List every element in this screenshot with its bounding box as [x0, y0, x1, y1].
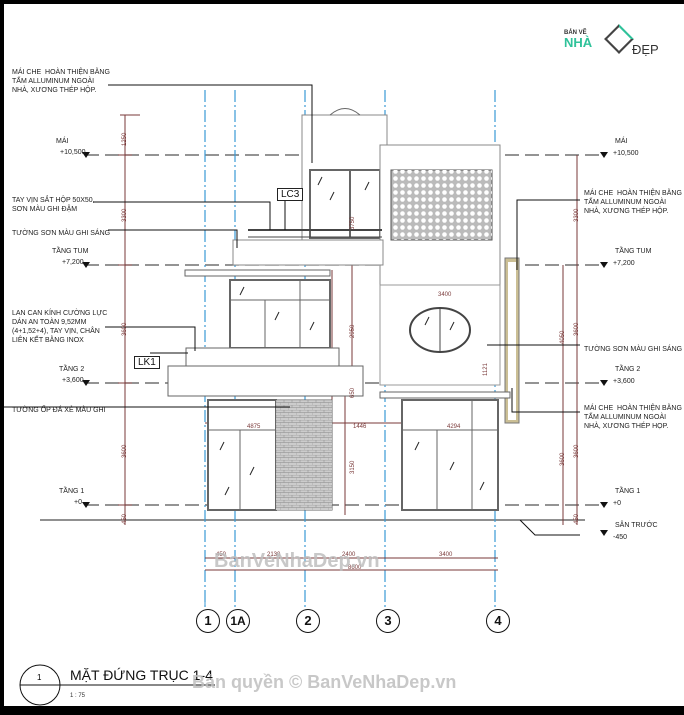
level-tum-left-name: TẦNG TUM	[52, 248, 89, 255]
tag-lk1: LK1	[134, 356, 160, 369]
dim-450-left: 450	[122, 513, 128, 524]
dim-650: 650	[350, 387, 356, 398]
dim-3750: 3750	[350, 216, 356, 230]
level-t2-left-name: TẦNG 2	[59, 366, 85, 373]
level-t2-right-value: +3,600	[613, 378, 635, 385]
dim-bottom-2130: 2130	[267, 552, 281, 558]
glass-hatch	[219, 176, 485, 496]
dim-3400-oval: 3400	[438, 292, 452, 298]
dim-3600-left-lower: 3600	[122, 444, 128, 458]
dim-3600-right-upper: 3600	[574, 322, 580, 336]
note-mai-che-right-2: MÁI CHE HOÀN THIỆN BẰNG TẤM ALLUMINUM NG…	[584, 405, 682, 430]
leader-lines	[4, 84, 580, 536]
note-mai-che-top: MÁI CHE HOÀN THIỆN BẰNG TẤM ALLUMINUM NG…	[12, 69, 110, 94]
drawing-paper: BẢN VẼ NHÀ ĐẸP MÁI CHE HOÀN THIỆN BẰNG T…	[4, 4, 684, 706]
level-markers	[82, 152, 608, 536]
dim-1250: 1250	[122, 132, 128, 146]
logo: BẢN VẼ NHÀ	[564, 30, 592, 49]
dimension-lines	[118, 114, 578, 571]
note-tuong-son-left: TƯỜNG SƠN MÀU GHI SÁNG	[12, 230, 111, 237]
grid-axis-1: 1	[196, 609, 220, 633]
grid-axis-1a: 1A	[226, 609, 250, 633]
level-tum-right-name: TẦNG TUM	[615, 248, 652, 255]
level-t1-left-value: +0	[74, 499, 82, 506]
logo-line2: NHÀ	[564, 35, 593, 50]
dim-450-right: 450	[574, 513, 580, 524]
level-t2-left-value: +3,600	[62, 377, 84, 384]
note-tay-vin: TAY VỊN SẮT HỘP 50X50, SƠN MÀU GHI ĐẬM	[12, 197, 95, 213]
level-t1-right-value: +0	[613, 500, 621, 507]
watermark-center: BanVeNhaDep.vn	[214, 550, 380, 572]
title-number: 1	[37, 673, 42, 682]
grid-axis-3: 3	[376, 609, 400, 633]
dim-bottom-2400: 2400	[342, 552, 356, 558]
dim-bottom-total: 8600	[348, 565, 362, 571]
dim-3600-outer: 3600	[560, 452, 566, 466]
note-tuong-son-right: TƯỜNG SƠN MÀU GHI SÁNG	[584, 346, 683, 353]
level-tum-left-value: +7,200	[62, 259, 84, 266]
dim-3300-right: 3300	[574, 208, 580, 222]
level-t1-left-name: TẦNG 1	[59, 488, 85, 495]
level-mai-left-name: MÁI	[56, 138, 69, 145]
grid-axis-2: 2	[296, 609, 320, 633]
dim-3600-right-lower: 3600	[574, 444, 580, 458]
grid-axis-4: 4	[486, 609, 510, 633]
level-mai-right-value: +10,500	[613, 150, 639, 157]
dim-3600-left-upper: 3600	[122, 322, 128, 336]
logo-line1: BẢN VẼ	[564, 30, 587, 36]
level-tum-right-value: +7,200	[613, 260, 635, 267]
tag-lc3: LC3	[277, 188, 304, 201]
title-text: MẶT ĐỨNG TRỤC 1-4	[70, 667, 213, 683]
level-san-truoc-value: -450	[613, 534, 628, 541]
perforated-pattern	[391, 170, 492, 240]
dim-1446: 1446	[353, 424, 367, 430]
level-mai-right-name: MÁI	[615, 138, 628, 145]
dim-3300-left: 3300	[122, 208, 128, 222]
watermark-bottom: Bản quyền © BanVeNhaDep.vn	[192, 672, 457, 692]
level-t1-right-name: TẦNG 1	[615, 488, 641, 495]
level-mai-left-value: +10,500	[60, 149, 86, 156]
logo-line3: ĐẸP	[632, 42, 659, 57]
title-scale: 1 : 75	[70, 693, 86, 699]
note-lan-can: LAN CAN KÍNH CƯỜNG LỰC DÁN AN TOÀN 9,52M…	[12, 310, 108, 344]
dim-4875: 4875	[247, 424, 261, 430]
note-tuong-op: TƯỜNG ỐP ĐÁ XẺ MÀU GHI	[12, 407, 106, 414]
dim-4050: 4050	[560, 330, 566, 344]
dim-bottom-450: 450	[216, 552, 227, 558]
dim-2950: 2950	[350, 324, 356, 338]
dim-4294: 4294	[447, 424, 461, 430]
elevation-drawing	[4, 84, 608, 706]
note-mai-che-right-1: MÁI CHE HOÀN THIỆN BẰNG TẤM ALLUMINUM NG…	[584, 190, 682, 215]
level-t2-right-name: TẦNG 2	[615, 366, 641, 373]
dim-3150: 3150	[350, 460, 356, 474]
dim-bottom-3400: 3400	[439, 552, 453, 558]
dim-1121: 1121	[483, 363, 489, 376]
level-san-truoc-name: SÂN TRƯỚC	[615, 522, 658, 529]
